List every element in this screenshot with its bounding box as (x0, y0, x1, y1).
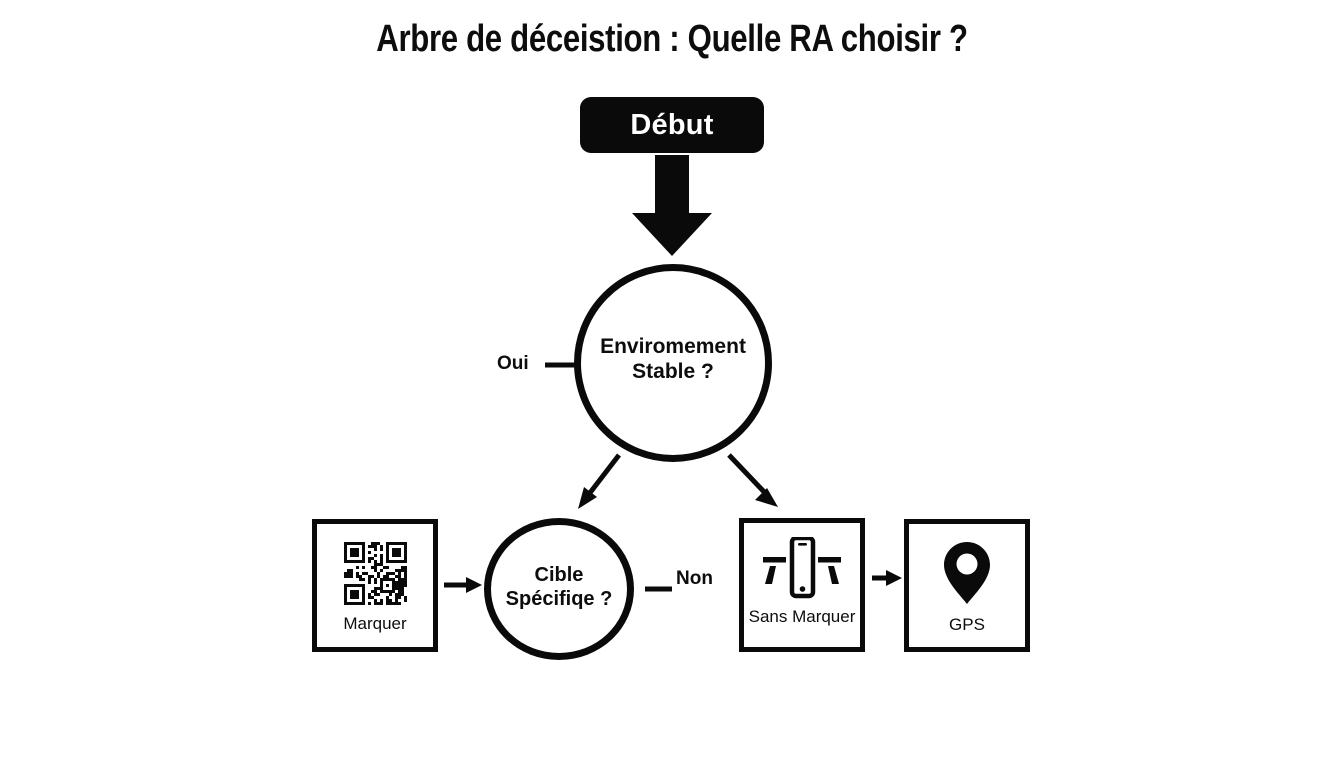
outcome-markerless-label: Sans Marquer (748, 607, 856, 626)
outcome-node-marker[interactable]: Marquer (312, 519, 438, 652)
outcome-gps-label: GPS (949, 615, 985, 634)
start-node-label: Début (630, 108, 714, 141)
qr-code-icon (343, 542, 407, 605)
decision-node-target-text: Cible Spécifiqe ? (506, 564, 613, 611)
phone-markerless-icon (759, 537, 845, 599)
edge-environment-to-target (578, 453, 621, 509)
edge-markerless-to-gps (872, 570, 902, 586)
decision-environment-line2: Stable ? (632, 360, 714, 383)
edge-environment-to-markerless (727, 453, 778, 507)
decision-node-environment[interactable]: Enviromement Stable ? (574, 264, 772, 462)
decision-environment-line1: Enviromement (600, 335, 746, 359)
start-node[interactable]: Début (580, 97, 764, 153)
map-pin-icon (941, 540, 993, 606)
branch-label-non: Non (676, 568, 713, 589)
outcome-node-gps[interactable]: GPS (904, 519, 1030, 652)
outcome-marker-label: Marquer (343, 614, 407, 633)
decision-target-line2: Spécifiqe ? (505, 588, 613, 610)
branch-label-oui: Oui (497, 353, 529, 374)
edge-start-to-environment (632, 155, 712, 256)
decision-target-line1: Cible (534, 564, 584, 587)
decision-node-environment-text: Enviromement Stable ? (600, 335, 746, 385)
page-title: Arbre de déceistion : Quelle RA choisir … (376, 18, 968, 60)
edge-marker-to-target (444, 577, 482, 593)
decision-node-target[interactable]: Cible Spécifiqe ? (484, 518, 634, 660)
outcome-node-markerless[interactable]: Sans Marquer (739, 518, 865, 652)
